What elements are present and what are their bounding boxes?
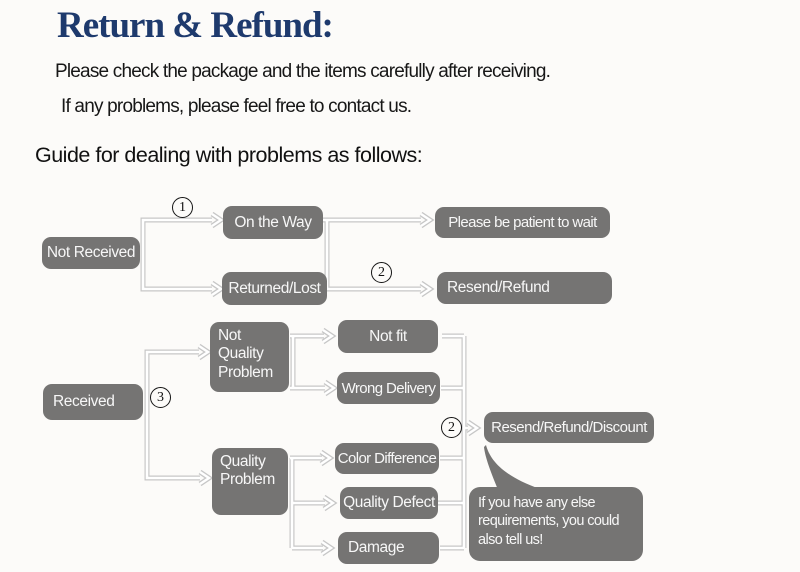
- flow-node-wrong-delivery: Wrong Delivery: [337, 372, 440, 404]
- guide-heading: Guide for dealing with problems as follo…: [35, 143, 423, 167]
- flow-node-damage: Damage: [338, 532, 439, 564]
- note-bubble: If you have any else requirements, you c…: [469, 487, 643, 561]
- flow-node-received: Received: [43, 384, 143, 420]
- arrowheads-core: [198, 213, 480, 555]
- speech-bubble-tail: [484, 445, 540, 492]
- intro-line-1: Please check the package and the items c…: [55, 61, 551, 82]
- flow-node-resend-refund: Resend/Refund: [437, 272, 612, 304]
- step-marker-2-bottom: 2: [441, 417, 462, 438]
- page-title: Return & Refund:: [57, 5, 334, 46]
- flow-node-please-be-patient: Please be patient to wait: [435, 207, 610, 238]
- intro-line-2: If any problems, please feel free to con…: [61, 96, 412, 117]
- step-marker-1: 1: [172, 197, 193, 218]
- flow-node-not-received: Not Received: [42, 237, 140, 269]
- step-marker-3: 3: [150, 387, 171, 408]
- step-marker-2-top: 2: [371, 262, 392, 283]
- flow-node-on-the-way: On the Way: [223, 206, 323, 239]
- flow-node-color-difference: Color Difference: [335, 443, 439, 474]
- flow-node-quality-defect: Quality Defect: [340, 487, 438, 519]
- flow-node-resend-refund-discount: Resend/Refund/Discount: [484, 412, 654, 443]
- connector-lines-core: [141, 218, 468, 550]
- flow-node-not-fit: Not fit: [338, 320, 438, 353]
- flow-node-returned-lost: Returned/Lost: [222, 272, 327, 305]
- flow-node-quality-problem: Quality Problem: [212, 448, 288, 515]
- flow-node-not-quality-problem: Not Quality Problem: [210, 322, 289, 392]
